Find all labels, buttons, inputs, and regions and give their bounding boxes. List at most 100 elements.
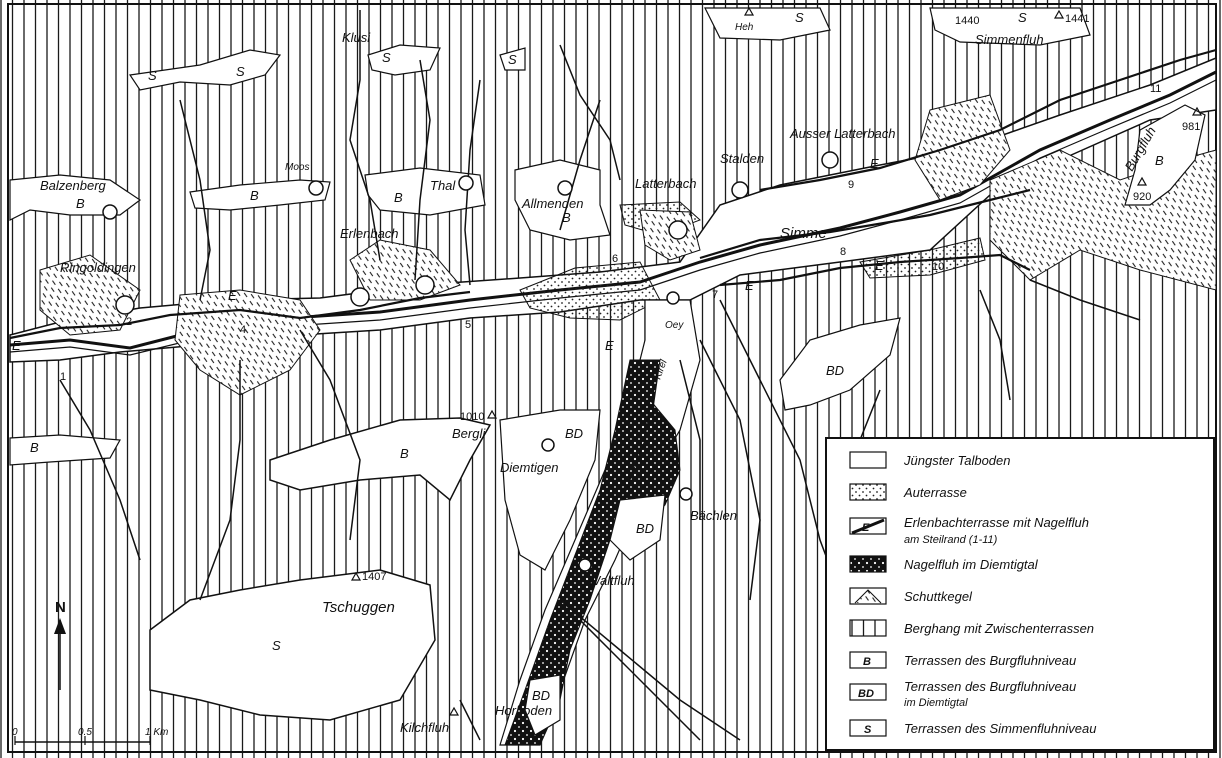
legend-box: [825, 437, 1215, 751]
edge-number: 1: [60, 371, 66, 383]
code-s: S: [236, 64, 245, 79]
settlement-baechlen: [679, 487, 693, 501]
legend-key-b: B: [863, 656, 871, 668]
legend-swatch-talboden: [849, 451, 887, 469]
terrace-edges: [9, 48, 1217, 340]
edge-number: 5: [465, 319, 471, 331]
edge-number: 6: [612, 253, 618, 265]
legend-item-label: Jüngster Talboden: [903, 453, 1011, 468]
summit-heh: [743, 6, 755, 16]
legend-swatch-nagelfluh: [849, 555, 887, 573]
legend-item-label: Terrassen des Burgfluhniveau: [904, 679, 1076, 694]
legend-swatch-s: [849, 719, 887, 737]
label-elev-920: 920: [1133, 191, 1151, 203]
label-thal: Thal: [430, 178, 456, 193]
legend-item-label: Terrassen des Simmenfluhniveau: [904, 721, 1096, 736]
label-erlenbach: Erlenbach: [340, 226, 399, 241]
terrace-bd: [524, 674, 561, 736]
label-balzenberg: Balzenberg: [40, 178, 107, 193]
summit-1441: [1053, 9, 1065, 19]
legend-key-e: E: [862, 522, 870, 534]
edge-number: 8: [840, 246, 846, 258]
legend-swatch-bd: [849, 683, 887, 701]
code-b: B: [250, 188, 259, 203]
code-bd: BD: [826, 363, 844, 378]
edge-number: 11: [1150, 83, 1161, 95]
terrace-b: [9, 434, 121, 466]
legend-item-label: Berghang mit Zwischenterrassen: [904, 621, 1094, 636]
legend-item-label: Terrassen des Burgfluhniveau: [904, 653, 1076, 668]
code-s: S: [382, 50, 391, 65]
auterrasse-patch: [519, 261, 661, 321]
edge-number: 4: [240, 324, 246, 336]
settlement-oey: [666, 291, 680, 305]
terrace-s: [128, 49, 282, 91]
code-b: B: [562, 210, 571, 225]
label-latterbach: Latterbach: [635, 176, 696, 191]
code-b: B: [394, 190, 403, 205]
schuttkegel-hatch: [915, 95, 1010, 200]
edge-number: 9: [848, 179, 854, 191]
summit-981: [1191, 106, 1203, 116]
legend-item-sublabel: im Diemtigtal: [904, 697, 968, 709]
settlements: [102, 151, 839, 572]
summit-920: [1136, 176, 1148, 186]
code-bd: BD: [532, 688, 550, 703]
edge-number: 2: [126, 316, 132, 328]
label-klusi: Klusi: [342, 30, 371, 45]
label-tschuggen: Tschuggen: [322, 599, 395, 616]
terrace-bd: [499, 409, 601, 571]
auterrasse-patch: [859, 237, 986, 279]
label-ausser-latterbach: Ausser Latterbach: [789, 126, 896, 141]
code-s: S: [1018, 10, 1027, 25]
settlement-erlenbach-a: [350, 287, 370, 307]
edge-number: 7: [712, 289, 718, 301]
legend-item-label: Schuttkegel: [904, 589, 973, 604]
legend-key-bd: BD: [858, 688, 874, 700]
legend-item-label: Nagelfluh im Diemtigtal: [904, 557, 1039, 572]
legend-key-s: S: [864, 724, 872, 736]
map-frame: [7, 3, 1217, 753]
schuttkegel-hatch: [40, 255, 140, 335]
code-s: S: [148, 68, 157, 83]
settlement-latterbach: [668, 220, 688, 240]
legend-swatch-berghang: [849, 619, 887, 637]
terrace-b: [189, 179, 331, 211]
label-bergli: Bergli: [452, 426, 486, 441]
code-e: E: [228, 288, 237, 303]
label-baechlen: Bächlen: [690, 508, 737, 523]
settlement-ausser-latterbach: [821, 151, 839, 169]
settlement-moos: [308, 180, 324, 196]
scale-bar: 0 0.5 1 Km: [12, 727, 168, 745]
code-e: E: [605, 338, 614, 353]
terrace-s: [499, 47, 526, 71]
summit-1407: [350, 571, 362, 581]
label-elev-1440: 1440: [955, 15, 979, 27]
label-stalden: Stalden: [720, 151, 764, 166]
settlement-waltfluh: [578, 558, 592, 572]
terrace-bd: [609, 494, 666, 561]
code-b: B: [400, 446, 409, 461]
terrace-b: [364, 167, 486, 216]
summits: [350, 6, 1203, 716]
edge-number: 10: [932, 261, 944, 273]
legend-swatch-auterrasse: [849, 483, 887, 501]
terrace-s: [704, 7, 831, 41]
code-s: S: [272, 638, 281, 653]
label-simmenfluh: Simmenfluh: [975, 32, 1044, 47]
settlement-allmenden: [557, 180, 573, 196]
label-elev-1407: 1407: [362, 571, 386, 583]
scale-half: 0.5: [78, 727, 92, 738]
legend-swatch-b: [849, 651, 887, 669]
code-bd: BD: [636, 521, 654, 536]
label-allmenden: Allmenden: [521, 196, 583, 211]
code-e: E: [875, 258, 884, 273]
label-elev-1441: 1441: [1065, 13, 1089, 25]
label-waltfluh: Waltfluh: [588, 573, 635, 588]
legend-item-label: Auterrasse: [903, 485, 967, 500]
code-b: B: [30, 440, 39, 455]
label-simme: Simme: [780, 225, 827, 242]
label-elev-981: 981: [1182, 121, 1200, 133]
terrace-b: [269, 417, 492, 502]
